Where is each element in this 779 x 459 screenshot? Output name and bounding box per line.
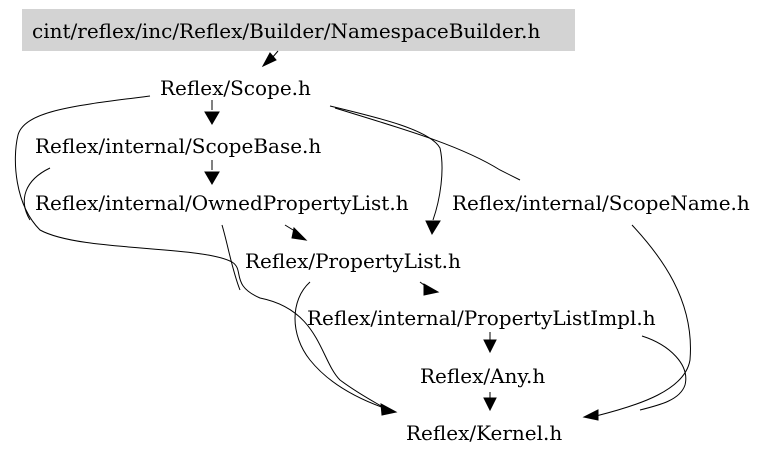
arrowhead-kernel-from-left <box>380 403 398 416</box>
arrowhead-kernel-from-any <box>483 397 497 412</box>
edge-scope-to-scopename <box>334 107 521 181</box>
arrowhead-any <box>483 339 497 354</box>
arrowhead-kernel-from-right <box>582 409 599 421</box>
arrowhead-proplist-from-scope <box>425 220 441 236</box>
node-proplist[interactable]: Reflex/PropertyList.h <box>245 249 461 273</box>
node-scope[interactable]: Reflex/Scope.h <box>160 76 311 100</box>
root-node-box[interactable] <box>22 9 575 51</box>
edge-scopebase-to-kernel <box>23 167 51 221</box>
arrowheads <box>204 52 599 421</box>
node-ownedproplist[interactable]: Reflex/internal/OwnedPropertyList.h <box>35 191 409 215</box>
arrowhead-scopebase <box>204 111 220 125</box>
node-scopename[interactable]: Reflex/internal/ScopeName.h <box>452 191 750 215</box>
edge-scope-to-kernel <box>14 95 389 411</box>
edge-scopename-to-kernel <box>595 224 691 417</box>
node-labels: cint/reflex/inc/Reflex/Builder/Namespace… <box>32 19 750 445</box>
arrowhead-proplistimpl <box>423 283 440 296</box>
edge-proplistimpl-to-kernel <box>639 335 687 411</box>
edge-proplist-to-kernel <box>294 281 391 411</box>
node-any[interactable]: Reflex/Any.h <box>420 364 545 388</box>
edges <box>14 50 691 417</box>
node-proplistimpl[interactable]: Reflex/internal/PropertyListImpl.h <box>307 306 656 330</box>
node-scopebase[interactable]: Reflex/internal/ScopeBase.h <box>35 134 321 158</box>
arrowhead-proplist-from-owned <box>291 226 308 241</box>
edge-ownedproplist-to-kernel <box>221 224 241 291</box>
node-root[interactable]: cint/reflex/inc/Reflex/Builder/Namespace… <box>32 19 540 43</box>
node-kernel[interactable]: Reflex/Kernel.h <box>406 421 562 445</box>
arrowhead-scope <box>261 52 277 68</box>
edge-scope-to-proplist <box>329 105 443 221</box>
arrowhead-ownedproplist <box>204 171 220 185</box>
